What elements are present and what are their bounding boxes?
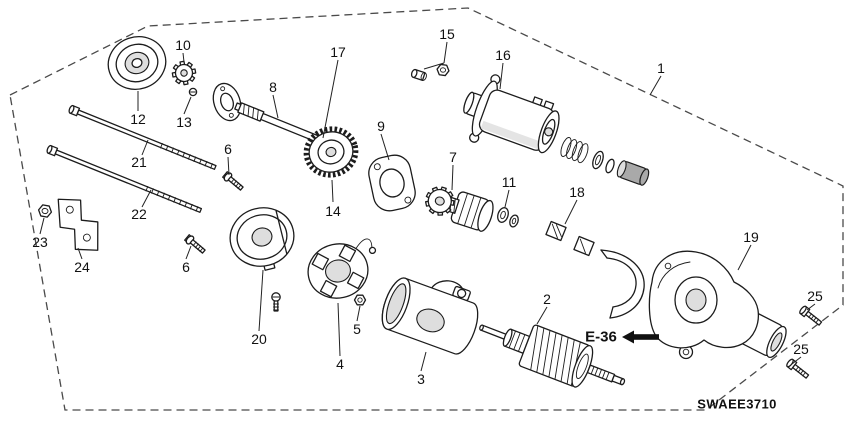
part-6-bolt-lower — [184, 234, 206, 254]
callout-8: 8 — [269, 79, 277, 95]
callout-20: 20 — [251, 331, 267, 347]
solenoid-internals — [560, 137, 650, 186]
dashed-boundary — [9, 7, 844, 411]
callout-10: 10 — [175, 37, 191, 53]
part-18-brush-set — [545, 220, 595, 257]
part-20-end-cover — [229, 207, 295, 271]
part-25-bolt-lower — [786, 358, 810, 379]
callout-18: 18 — [569, 184, 585, 200]
callout-2: 2 — [543, 291, 551, 307]
callout-4: 4 — [336, 356, 344, 372]
callout-16: 16 — [495, 47, 511, 63]
callout-1: 1 — [657, 60, 665, 76]
callout-9: 9 — [377, 118, 385, 134]
part-15-nuts — [410, 63, 450, 81]
part-22-through-bolt — [46, 144, 203, 213]
e36-arrow — [622, 330, 659, 344]
callout-15: 15 — [439, 26, 455, 42]
part-24-bracket — [57, 198, 99, 251]
callout-17: 17 — [330, 44, 346, 60]
callout-22: 22 — [131, 206, 147, 222]
part-3-yoke — [381, 277, 479, 355]
callout-13: 13 — [176, 114, 192, 130]
callout-7: 7 — [449, 149, 457, 165]
callout-5: 5 — [353, 321, 361, 337]
callout-12: 12 — [130, 111, 146, 127]
callout-24: 24 — [74, 259, 90, 275]
part-2-armature — [479, 324, 626, 388]
callout-6-lower: 6 — [182, 259, 190, 275]
part-16-solenoid — [463, 74, 560, 154]
part-19-gear-housing — [648, 250, 787, 360]
part-11-stop-collar — [497, 207, 519, 228]
part-8-shaft-assembly — [212, 82, 330, 148]
callout-25-lower: 25 — [793, 341, 809, 357]
callout-19: 19 — [743, 229, 759, 245]
part-13-screw — [188, 87, 198, 97]
callout-3: 3 — [417, 371, 425, 387]
callout-14: 14 — [325, 203, 341, 219]
figure-code: SWAEE3710 — [697, 396, 777, 412]
callout-11: 11 — [501, 174, 517, 190]
part-9-center-bracket — [368, 154, 416, 212]
part-25-bolt-upper — [799, 305, 823, 326]
callout-6-upper: 6 — [224, 141, 232, 157]
callout-21: 21 — [131, 154, 147, 170]
leader-lines — [39, 41, 816, 372]
cover-band — [600, 249, 645, 319]
part-7-overrunning-clutch — [424, 186, 494, 232]
part-12-end-cap — [107, 36, 167, 90]
end-cover-screw — [271, 292, 281, 312]
part-5-nut — [353, 294, 367, 306]
part-23-nut — [37, 204, 53, 218]
part-21-through-bolt — [68, 104, 217, 170]
part-4-brush-holder — [307, 238, 377, 299]
reference-label: E-36 — [585, 328, 617, 346]
callout-25-upper: 25 — [807, 288, 823, 304]
part-6-bolt-upper — [222, 171, 244, 191]
callout-23: 23 — [32, 234, 48, 250]
part-10-gear — [171, 60, 197, 86]
